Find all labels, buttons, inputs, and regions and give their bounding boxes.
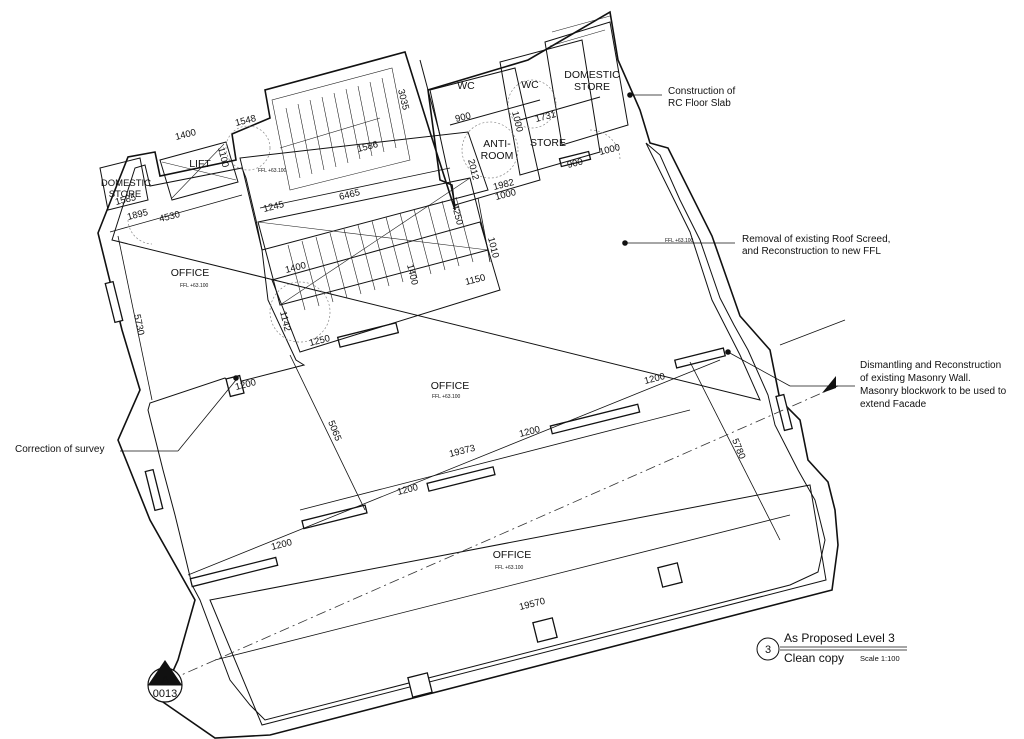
room-store: STORE	[530, 137, 566, 149]
dim-1010: 1010	[485, 236, 501, 259]
windows	[104, 150, 794, 698]
section-marker: A 0013	[147, 660, 183, 703]
dim-2012: 2012	[465, 158, 481, 181]
room-office-south: OFFICE	[493, 549, 532, 561]
room-domestic-store-east-2: STORE	[574, 81, 610, 93]
ffl-tag: FFL +63.100	[258, 168, 287, 174]
turning-circles	[127, 79, 621, 343]
dim-1245: 1245	[262, 199, 285, 215]
title-block: 3 As Proposed Level 3 Clean copy Scale 1…	[756, 631, 907, 665]
section-marker-letter: A	[161, 674, 169, 686]
room-labels: OFFICE OFFICE OFFICE LIFT DOMESTIC STORE…	[101, 69, 620, 561]
note-masonry-4: extend Facade	[860, 399, 927, 410]
dim-1982: 1982	[492, 177, 515, 193]
dim-3035: 3035	[395, 88, 411, 111]
dim-1200-a: 1200	[270, 537, 293, 553]
annotations: Construction of RC Floor Slab Removal of…	[15, 86, 1007, 455]
title-text: As Proposed Level 3	[784, 631, 895, 645]
dim-1000-c: 1000	[598, 142, 621, 158]
dim-19570: 19570	[518, 596, 546, 613]
dim-4530: 4530	[158, 209, 181, 225]
section-marker-sheet: 0013	[153, 688, 177, 700]
dim-1400-b: 1400	[404, 263, 420, 286]
note-rc-slab-2: RC Floor Slab	[668, 98, 731, 109]
note-masonry-3: Masonry blockwork to be used to	[860, 386, 1007, 397]
dim-1400-a: 1400	[284, 260, 307, 276]
dim-1250: 1250	[308, 333, 331, 349]
section-line	[169, 319, 846, 681]
dim-19373: 19373	[448, 443, 476, 460]
ffl-tag: FFL +63.100	[180, 283, 209, 289]
dim-1000-a: 1000	[494, 187, 517, 203]
core-structure	[99, 67, 501, 353]
note-masonry-1: Dismantling and Reconstruction	[860, 360, 1001, 371]
dim-1731: 1731	[534, 109, 557, 125]
dim-1586: 1586	[356, 139, 379, 155]
dim-900-b: 900	[566, 156, 584, 171]
dim-1200-d: 1200	[643, 371, 666, 387]
room-domestic-store-west-2: STORE	[109, 189, 142, 200]
wc-block	[429, 15, 629, 206]
room-lift: LIFT	[189, 158, 211, 170]
dim-900-a: 900	[454, 110, 472, 125]
note-screed-1: Removal of existing Roof Screed,	[742, 234, 890, 245]
room-wc-1: WC	[457, 80, 475, 92]
dim-4250: 4250	[449, 203, 465, 226]
leaders	[120, 92, 855, 452]
dim-5730: 5730	[131, 313, 146, 336]
room-anti-room-1: ANTI-	[483, 138, 511, 150]
room-office-west: OFFICE	[171, 267, 210, 279]
dim-1200-west: 1200	[234, 377, 257, 393]
title-subtitle: Clean copy	[784, 651, 844, 665]
dim-1000-b: 1000	[509, 110, 525, 133]
dim-1895: 1895	[126, 207, 149, 223]
note-masonry-2: of existing Masonry Wall.	[860, 373, 971, 384]
dim-1142: 1142	[277, 310, 293, 332]
dimension-lines	[109, 167, 791, 661]
note-screed-2: and Reconstruction to new FFL	[742, 246, 881, 257]
dim-1100: 1100	[215, 146, 231, 168]
dim-1585: 1585	[114, 192, 137, 208]
room-anti-room-2: ROOM	[481, 150, 514, 162]
dim-1548: 1548	[234, 113, 257, 129]
dim-6465: 6465	[338, 187, 361, 203]
dim-1200-b: 1200	[396, 482, 419, 498]
title-scale: Scale 1:100	[860, 654, 900, 663]
dim-1200-c: 1200	[518, 424, 541, 440]
stair-treads	[285, 77, 474, 311]
dim-5065: 5065	[325, 419, 343, 443]
note-survey: Correction of survey	[15, 444, 104, 455]
ffl-tag: FFL +63.100	[432, 394, 461, 400]
dim-5780: 5780	[729, 437, 747, 461]
ffl-tag: FFL +63.100	[495, 565, 524, 571]
room-domestic-store-east-1: DOMESTIC	[564, 69, 620, 81]
ffl-tag: FFL +63.100	[665, 238, 694, 244]
note-rc-slab-1: Construction of	[668, 86, 735, 97]
level-tags: FFL +63.100 FFL +63.100 FFL +63.100 FFL …	[180, 168, 694, 571]
room-wc-2: WC	[521, 79, 539, 91]
room-domestic-store-west-1: DOMESTIC	[101, 178, 151, 189]
room-office-central: OFFICE	[431, 380, 470, 392]
dim-1150: 1150	[464, 272, 486, 288]
dim-1400-c: 1400	[174, 127, 197, 143]
title-number: 3	[765, 644, 771, 656]
